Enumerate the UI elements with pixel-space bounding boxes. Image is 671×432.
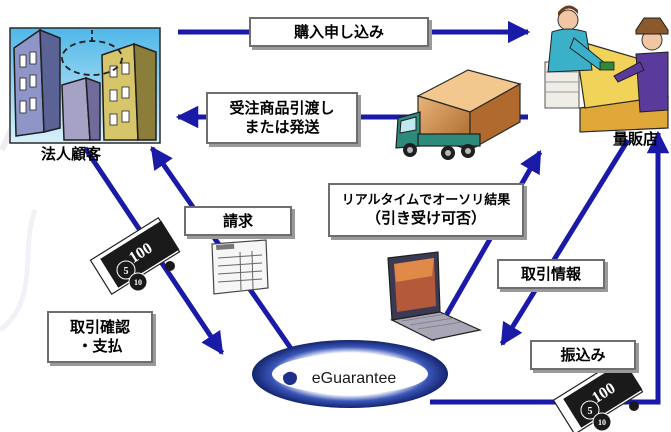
mass-retailer-shop-icon <box>544 5 669 133</box>
label-confirm-payment: 取引確認 ・支払 <box>47 311 153 363</box>
label-invoice: 請求 <box>184 206 292 236</box>
coin-left-5: 5 <box>124 266 129 277</box>
eguarantee-name: eGuarantee <box>312 370 397 387</box>
label-delivery-line2: または発送 <box>244 118 320 136</box>
coin-right-5: 5 <box>588 406 593 417</box>
invoice-document-icon <box>211 239 269 295</box>
mass-retailer-label: 量販店 <box>613 130 659 148</box>
label-realtime-line1: リアルタイムでオーソリ結果 <box>341 192 511 208</box>
label-transfer-text: 振込み <box>560 345 606 364</box>
corporate-customer-buildings-icon <box>9 27 161 144</box>
banknote-right-icon <box>552 357 644 432</box>
label-purchase-application: 購入申し込み <box>249 17 429 47</box>
delivery-truck-icon <box>395 69 522 160</box>
label-purchase-application-text: 購入申し込み <box>293 22 384 41</box>
label-invoice-text: 請求 <box>222 211 253 230</box>
label-realtime-authorization: リアルタイムでオーソリ結果 （引き受け可否） <box>328 183 524 237</box>
label-transaction-info: 取引情報 <box>497 259 605 289</box>
banknote-left-icon <box>89 217 181 295</box>
label-delivery-line1: 受注商品引渡し <box>229 99 335 118</box>
arrow-transfer <box>430 130 670 405</box>
eguarantee-logo: eGuarantee <box>252 340 448 408</box>
eguarantee-swirl-icon <box>283 370 298 385</box>
corporate-customer-label: 法人顧客 <box>41 145 102 163</box>
laptop-computer-icon <box>387 251 482 341</box>
label-transaction-info-text: 取引情報 <box>520 264 581 283</box>
label-transfer: 振込み <box>530 340 636 370</box>
coin-left-10: 10 <box>134 278 142 287</box>
label-realtime-line2: （引き受け可否） <box>365 208 486 227</box>
arrow-transaction-info <box>499 138 631 346</box>
label-confirm-line2: ・支払 <box>77 337 123 355</box>
label-confirm-line1: 取引確認 <box>69 318 130 337</box>
label-delivery: 受注商品引渡し または発送 <box>206 92 358 144</box>
coin-right-10: 10 <box>598 418 606 427</box>
